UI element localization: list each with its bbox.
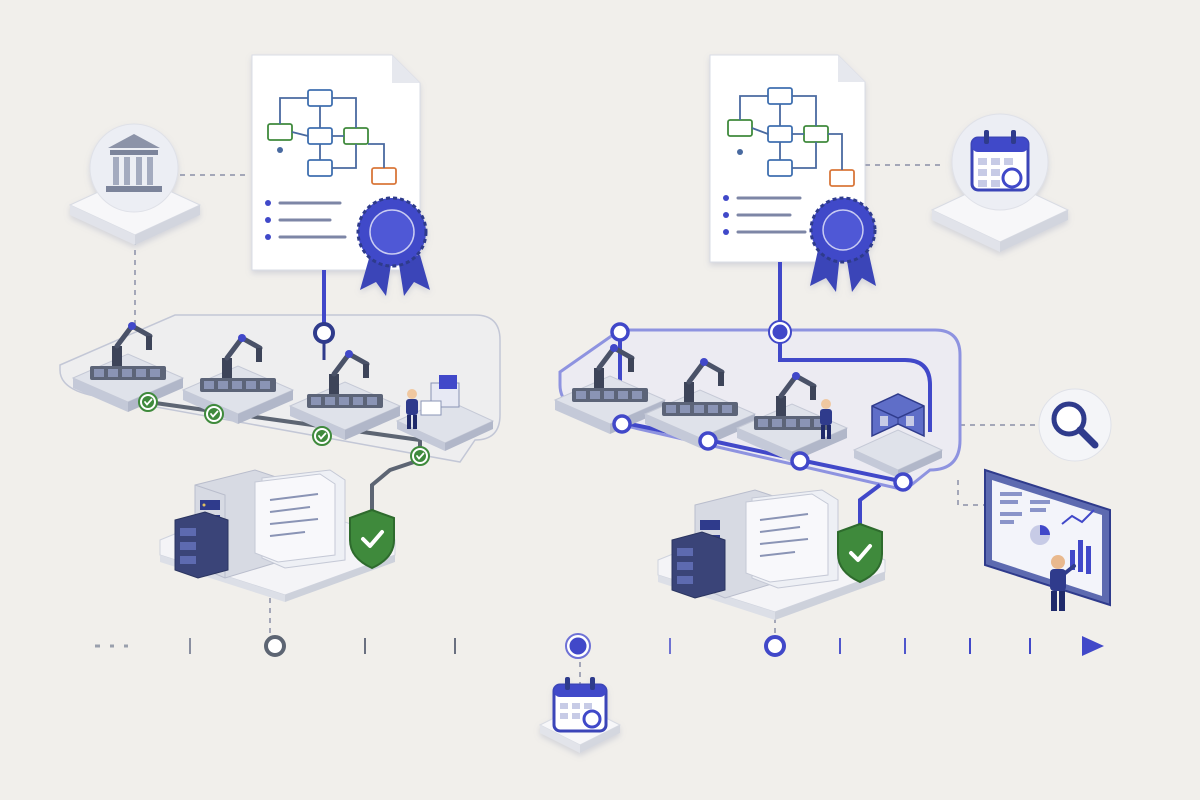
calendar-icon (930, 113, 1070, 252)
process-document-icon (251, 54, 430, 296)
factory-building-icon (852, 393, 944, 478)
shield-check-icon-2 (837, 522, 883, 584)
node-4 (790, 451, 810, 471)
analytics-dashboard-icon (984, 468, 1111, 607)
left-doc-node (313, 322, 335, 344)
milestone-1 (264, 635, 286, 657)
doc-text-lines (265, 200, 347, 240)
milestone-2 (566, 634, 590, 658)
timeline-ticks (189, 638, 1031, 654)
active-production-line (555, 262, 962, 530)
flowchart-2 (727, 87, 855, 187)
check-3 (312, 426, 332, 446)
check-1 (138, 392, 158, 412)
node-5 (893, 472, 913, 492)
government-building-icon (68, 123, 202, 245)
node-2 (612, 414, 632, 434)
calendar-icon-2 (539, 677, 621, 754)
node-3 (698, 431, 718, 451)
legacy-production-line (59, 270, 501, 510)
flowchart (267, 89, 397, 185)
certificate-ribbon-icon (356, 196, 430, 296)
timeline (95, 633, 1104, 659)
dashed-connectors (134, 164, 1035, 690)
certificate-ribbon-icon-2 (809, 196, 877, 292)
check-4 (410, 446, 430, 466)
doc-text-lines-2 (723, 195, 807, 235)
check-2 (204, 404, 224, 424)
shield-check-icon (349, 508, 395, 570)
node-1 (610, 322, 630, 342)
milestone-3 (764, 635, 786, 657)
worker-icon-3 (1050, 555, 1076, 611)
process-document-icon-2 (709, 54, 877, 292)
magnifier-icon (1038, 388, 1112, 462)
worker-icon-2 (820, 399, 832, 439)
server-rack-icon-2 (657, 489, 886, 620)
server-rack-icon (159, 469, 396, 602)
timeline-arrowhead (1082, 636, 1104, 656)
worker-icon (406, 389, 418, 429)
station-with-worker (395, 375, 495, 451)
